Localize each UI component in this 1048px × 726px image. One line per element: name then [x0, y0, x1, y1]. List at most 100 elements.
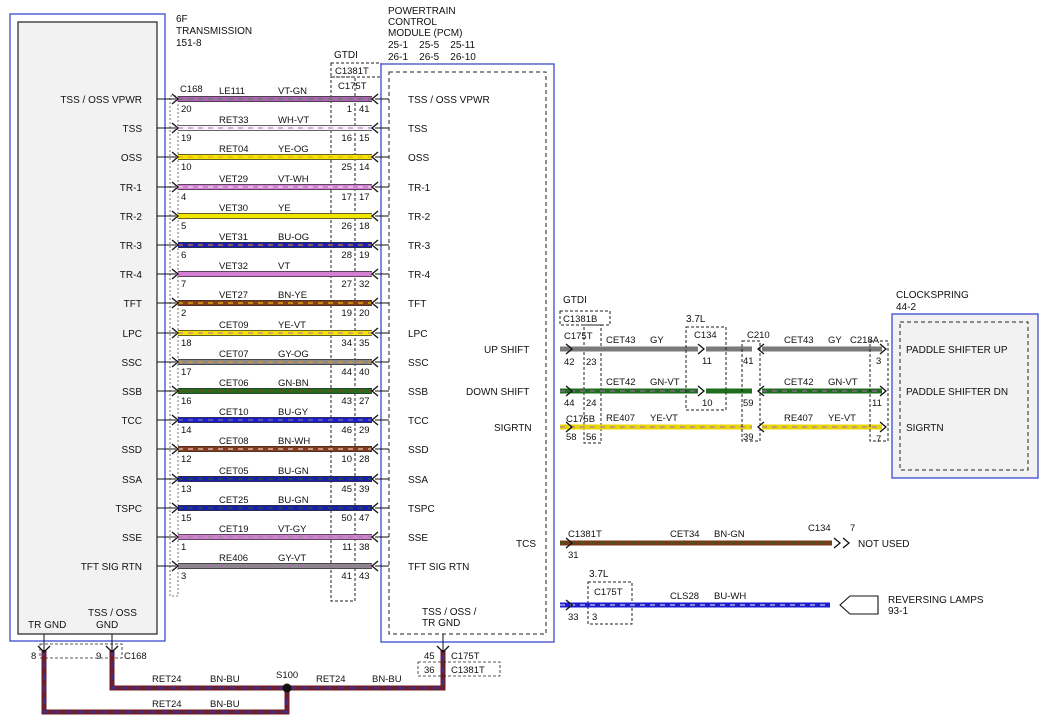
clockspring-title-2: 44-2 — [896, 302, 916, 313]
clockspring-pin-7: 7 — [876, 434, 881, 445]
wire-circuit-id: CET19 — [219, 524, 249, 535]
wire-circuit-id: VET27 — [219, 290, 248, 301]
pcm-down-shift-label: DOWN SHIFT — [466, 387, 529, 398]
pcm-ground-pin-45: 45 — [424, 651, 435, 662]
c210-arrow-sig — [756, 421, 765, 433]
transmission-pin-label: TSS / OSS VPWR — [60, 95, 142, 106]
transmission-pin-number: 4 — [181, 192, 186, 203]
transmission-pin-label: TCC — [121, 416, 142, 427]
c210-arrow-down — [756, 385, 765, 397]
pcm-pin-number: 17 — [359, 192, 370, 203]
gtdi-pin-number: 43 — [341, 396, 352, 407]
wire-circuit-id: VET32 — [219, 261, 248, 272]
transmission-pin-label: OSS — [121, 153, 142, 164]
rev-lamp-label-2: 93-1 — [888, 606, 908, 617]
pcm-pin-number: 43 — [359, 571, 370, 582]
gtdi-pin-number: 44 — [341, 367, 352, 378]
gtdi-connector-label: C1381T — [335, 66, 369, 77]
transmission-pin-number: 12 — [181, 454, 192, 465]
transmission-connector-arrow — [171, 151, 180, 163]
transmission-pin-number: 3 — [181, 571, 186, 582]
wire-color-code: VT — [278, 261, 290, 272]
pcm-sigrtn-label: SIGRTN — [494, 423, 532, 434]
c168-connector-region — [169, 95, 179, 597]
pcm-connector-arrow — [370, 414, 379, 426]
pcm-up-shift-label: UP SHIFT — [484, 345, 529, 356]
transmission-pin-number: 5 — [181, 221, 186, 232]
transmission-pin-number: 16 — [181, 396, 192, 407]
gtdi-pin-number: 25 — [341, 162, 352, 173]
wire-circuit-id: CET06 — [219, 378, 249, 389]
pcm-pin-number: 15 — [359, 133, 370, 144]
wire-circuit-id: CET07 — [219, 349, 249, 360]
pcm-module-box — [380, 63, 555, 643]
pcm-pin-number: 39 — [359, 484, 370, 495]
pcm-pin-number: 47 — [359, 513, 370, 524]
clockspring-arrow-dn — [879, 385, 888, 397]
sigrtn-wire-color-2: YE-VT — [828, 413, 856, 424]
transmission-pin-label: TSS — [123, 124, 143, 135]
up-shift-wire-circuit-2: CET43 — [784, 335, 814, 346]
gtdi-pin-number: 17 — [341, 192, 352, 203]
sigrtn-wire-circuit-1: RE407 — [606, 413, 635, 424]
wire-circuit-id: RE406 — [219, 553, 248, 564]
pcm-title-3: MODULE (PCM) — [388, 28, 462, 39]
pcm-pin-number: 32 — [359, 279, 370, 290]
gtdi-pin-column — [330, 76, 356, 602]
pcm-pin-number: 35 — [359, 338, 370, 349]
pcm-pin-number: 28 — [359, 454, 370, 465]
transmission-module-box — [9, 13, 166, 642]
sigrtn-pin-58: 58 — [566, 432, 577, 443]
pcm-right-gtdi-label: GTDI — [563, 295, 587, 306]
pcm-connector-arrow — [370, 297, 379, 309]
tcs-wire-circuit: CET34 — [670, 529, 700, 540]
pcm-pin-number: 20 — [359, 308, 370, 319]
transmission-pin-number: 18 — [181, 338, 192, 349]
c1381b-pin-column — [583, 324, 602, 444]
wire-color-code: BU-GN — [278, 466, 309, 477]
up-shift-pin-42: 42 — [564, 357, 575, 368]
transmission-pin-number: 17 — [181, 367, 192, 378]
transmission-pin-number: 13 — [181, 484, 192, 495]
transmission-connector-arrow — [171, 268, 180, 280]
up-shift-gtdi-pin: 23 — [586, 357, 597, 368]
pcm-connector-arrow — [370, 356, 379, 368]
transmission-pin-number: 15 — [181, 513, 192, 524]
clockspring-pin-11: 11 — [872, 398, 882, 409]
pcm-pin-label: TSPC — [408, 504, 435, 515]
pcm-ground-connector-c1381t: C1381T — [451, 665, 485, 676]
gtdi-pin-number: 19 — [341, 308, 352, 319]
not-used-label: NOT USED — [858, 539, 910, 550]
sig-arrow-left — [565, 421, 574, 433]
wire-color-code: BU-GN — [278, 495, 309, 506]
pcm-connector-arrow — [370, 151, 379, 163]
pcm-pin-label: TR-4 — [408, 270, 431, 281]
tcs-wire-color: BN-GN — [714, 529, 745, 540]
wire-circuit-id: VET29 — [219, 174, 248, 185]
pcm-pin-number: 14 — [359, 162, 370, 173]
c210-pin-59: 59 — [743, 398, 754, 409]
transmission-pin-label: TR-3 — [120, 241, 143, 252]
clockspring-inner — [899, 321, 1029, 471]
wire-color-code: YE-VT — [278, 320, 306, 331]
up-arrow-left — [565, 343, 574, 355]
wire-color-code: GY-VT — [278, 553, 306, 564]
pcm-pin-label: SSB — [408, 387, 428, 398]
clockspring-label-dn: PADDLE SHIFTER DN — [906, 387, 1008, 398]
gtdi-pin-number: 45 — [341, 484, 352, 495]
transmission-connector-arrow — [171, 181, 180, 193]
pcm-pin-label: SSC — [408, 358, 429, 369]
transmission-connector-arrow — [171, 443, 180, 455]
tcs-arrow-2 — [842, 537, 851, 549]
transmission-module-inner — [17, 21, 158, 635]
gtdi-pin-number: 34 — [341, 338, 352, 349]
transmission-title-3: 151-8 — [176, 38, 202, 49]
wire-color-code: VT-GY — [278, 524, 307, 535]
c134-inline-pin-11: 11 — [702, 356, 712, 367]
wire-color-code: WH-VT — [278, 115, 309, 126]
